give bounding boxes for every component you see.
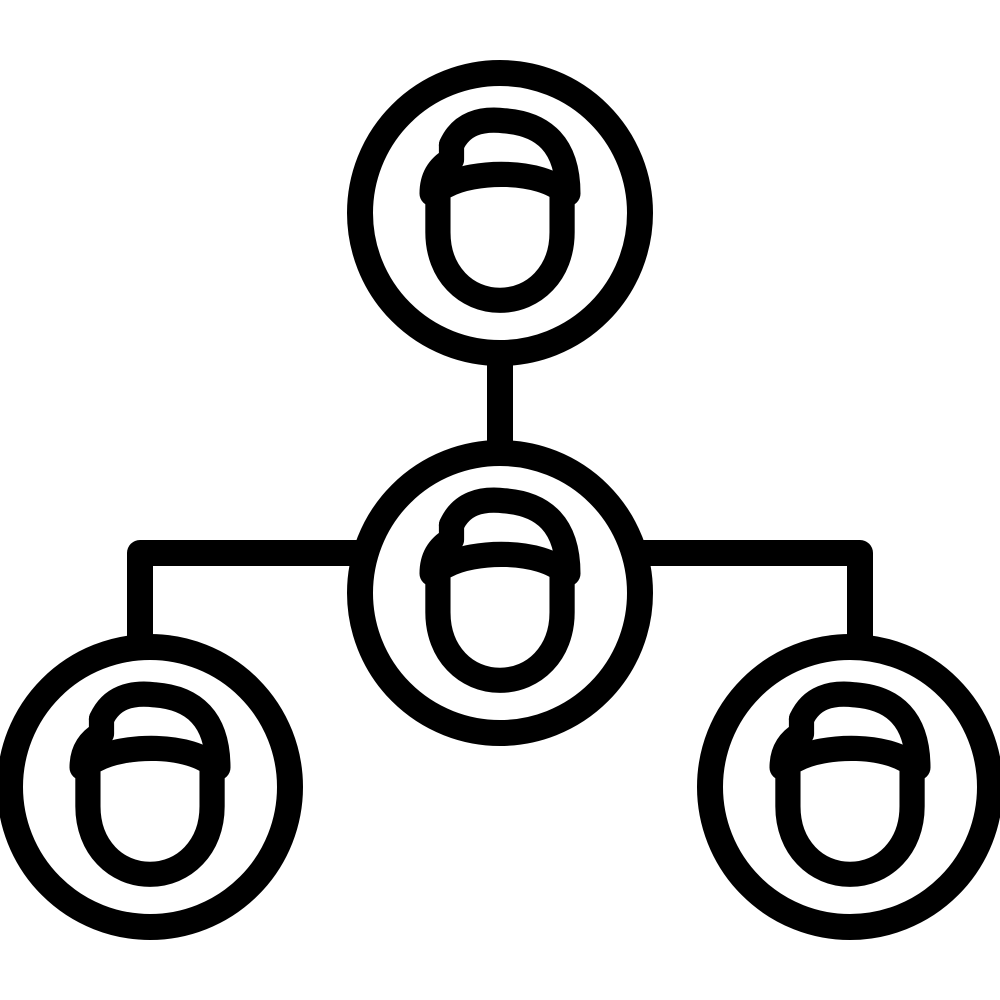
node-top: [347, 60, 653, 366]
node-bottom-right: [697, 634, 1000, 940]
person-icon: [432, 120, 568, 300]
person-icon: [432, 500, 568, 680]
node-middle: [347, 440, 653, 746]
connector-middle-to-right: [627, 540, 873, 653]
connector-lines: [127, 352, 873, 653]
connector-middle-to-left: [127, 540, 373, 653]
person-icon: [82, 694, 218, 874]
node-bottom-left: [0, 634, 303, 940]
person-icon: [782, 694, 918, 874]
